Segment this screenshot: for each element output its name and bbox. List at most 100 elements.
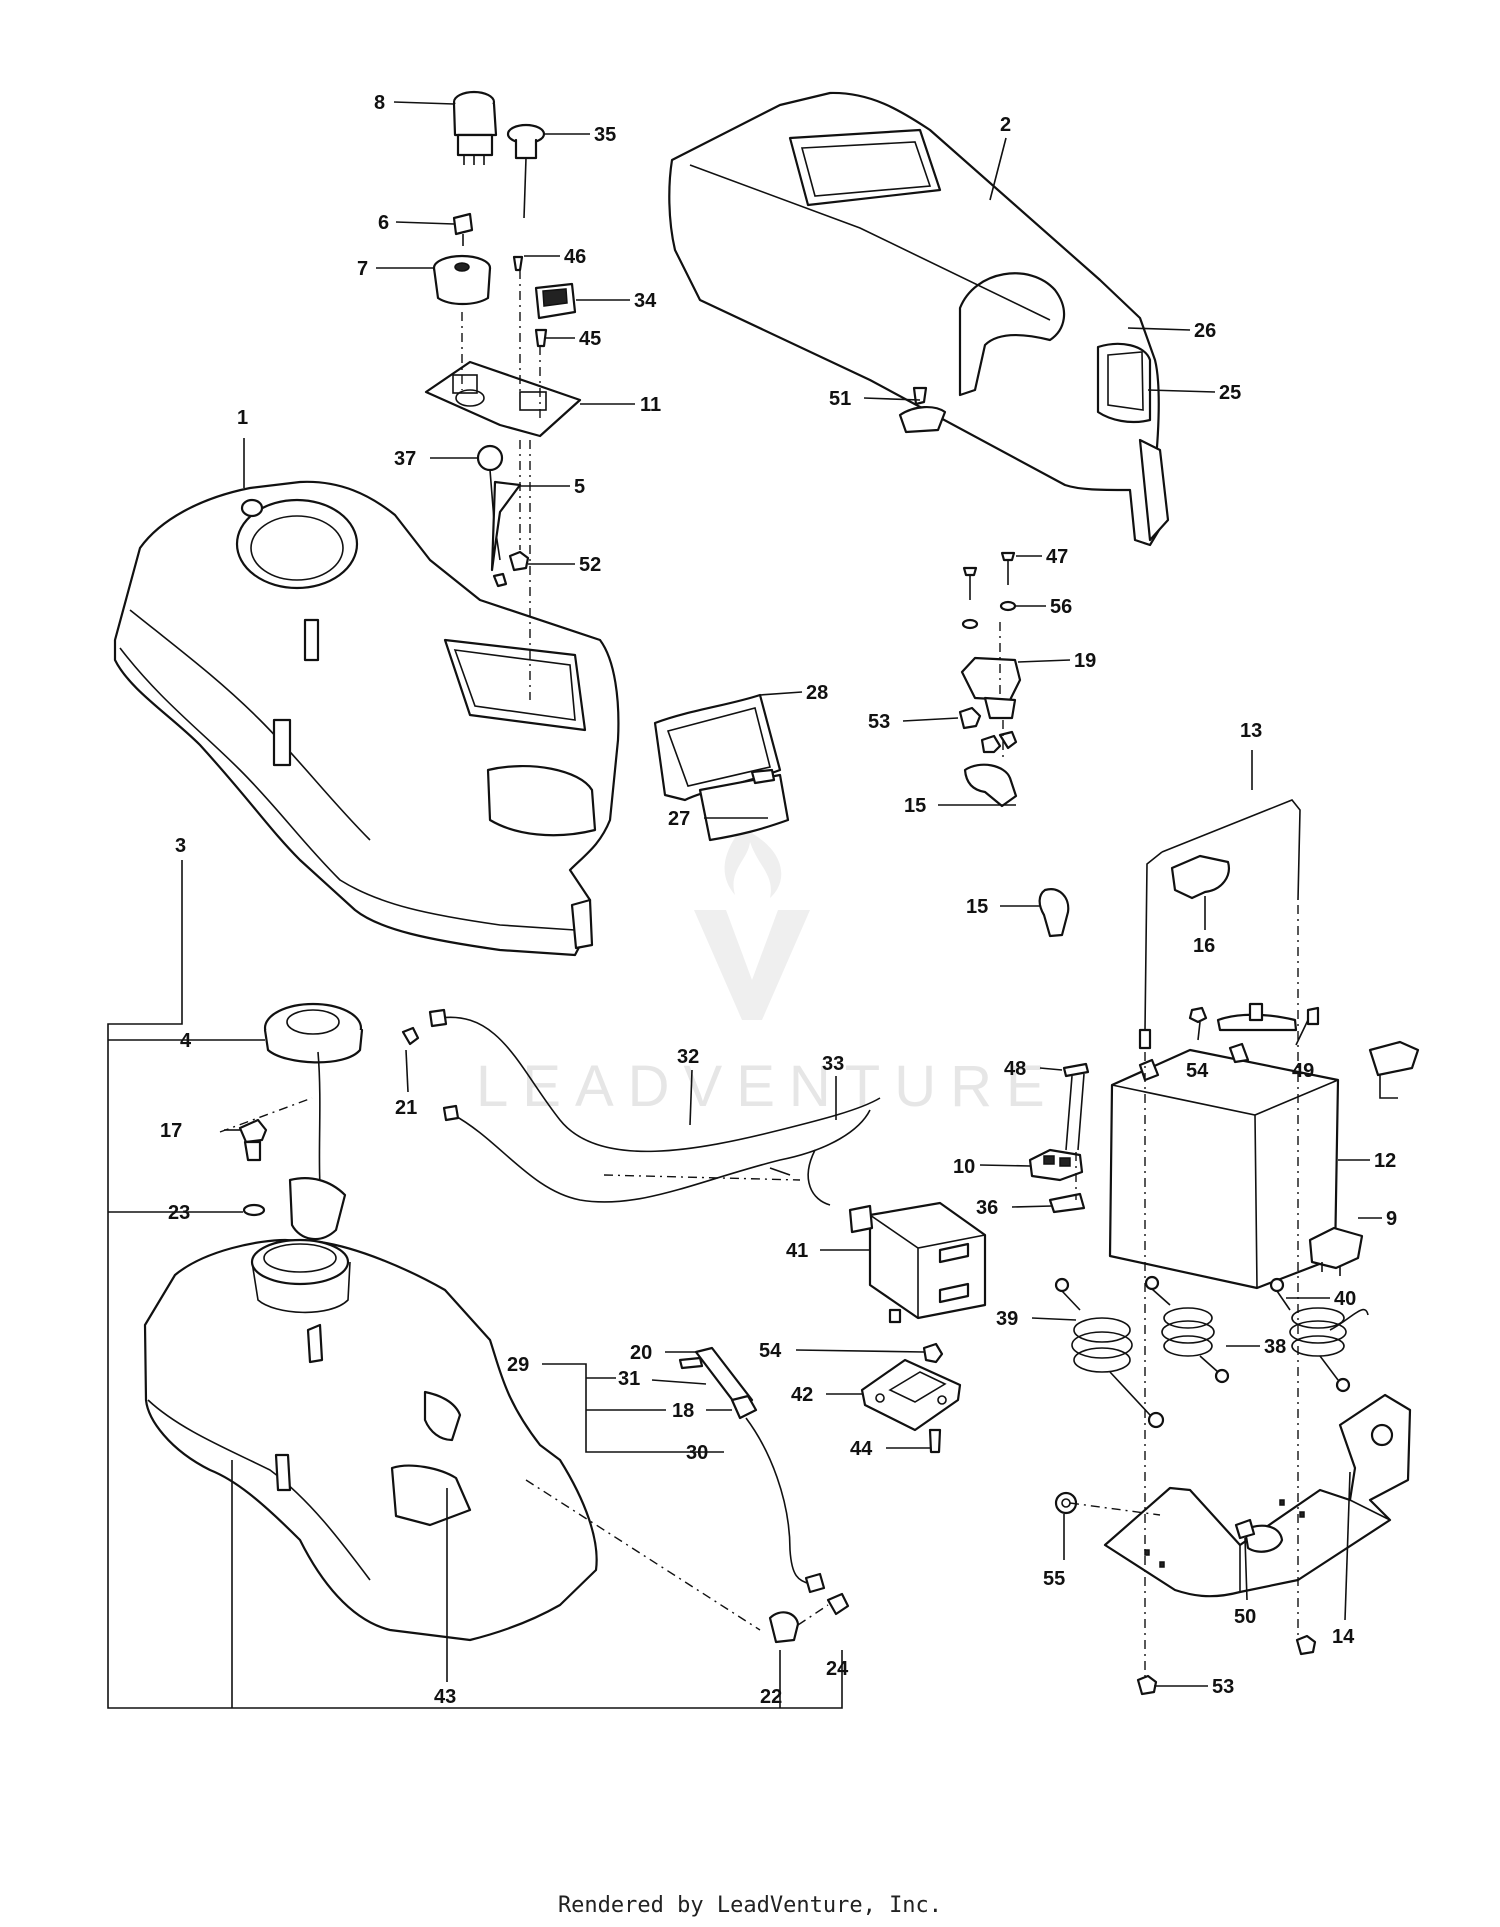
part-28-bezel [653, 693, 782, 802]
callout-56: 56 [1050, 596, 1072, 618]
callout-35: 35 [594, 124, 616, 146]
part-34-switch [534, 282, 577, 320]
part-23-grommet [242, 1203, 266, 1217]
callout-37: 37 [394, 448, 416, 470]
callouts: 8 35 6 46 7 34 45 11 37 5 52 1 2 26 25 5… [160, 92, 1397, 1708]
part-51-bracket [898, 386, 947, 434]
part-38-cable [1144, 1275, 1230, 1384]
part-12-battery [1108, 1042, 1340, 1290]
callout-5: 5 [574, 476, 585, 498]
callout-31: 31 [618, 1368, 640, 1390]
callout-21: 21 [395, 1097, 417, 1119]
callout-10: 10 [953, 1156, 975, 1178]
callout-13: 13 [1240, 720, 1262, 742]
part-41-canister [848, 1201, 987, 1324]
part-13-cable [1138, 799, 1301, 1050]
callout-16: 16 [1193, 935, 1215, 957]
callout-6: 6 [378, 212, 389, 234]
callout-45: 45 [579, 328, 601, 350]
part-24-fitting [826, 1592, 850, 1616]
part-fuse-block-right [1368, 1040, 1420, 1099]
part-53-nut-lower [1136, 1634, 1317, 1696]
part-5-lever [490, 480, 522, 572]
callout-49: 49 [1292, 1060, 1314, 1082]
callout-15-b: 15 [966, 896, 988, 918]
part-42-mount [860, 1358, 962, 1432]
part-9-relay [1308, 1226, 1364, 1276]
callout-55: 55 [1043, 1568, 1065, 1590]
part-45-screw [534, 328, 548, 348]
callout-9: 9 [1386, 1208, 1397, 1230]
part-clamp-bar [1216, 1002, 1298, 1032]
callout-3: 3 [175, 835, 186, 857]
callout-38: 38 [1264, 1336, 1286, 1358]
part-52-nut [492, 550, 530, 588]
part-33-fuel-line [442, 1104, 871, 1206]
callout-48: 48 [1004, 1058, 1026, 1080]
part-53-nut [958, 706, 1018, 754]
part-14-battery-tray [1103, 1393, 1412, 1598]
part-32-fuel-line [428, 1008, 881, 1153]
callout-33: 33 [822, 1053, 844, 1075]
part-46-screw [512, 255, 524, 272]
watermark-logo-icon [694, 828, 810, 1020]
watermark-brand: LEADVENTURE [476, 1054, 1059, 1119]
callout-53-b: 53 [1212, 1676, 1234, 1698]
callout-1: 1 [237, 407, 248, 429]
callout-52: 52 [579, 554, 601, 576]
part-30-fuel-line [745, 1417, 826, 1594]
part-50-bolt [1234, 1518, 1256, 1540]
callout-18: 18 [672, 1400, 694, 1422]
dash-assembly-lines [219, 622, 1299, 1680]
callout-51: 51 [829, 388, 851, 410]
callout-14: 14 [1332, 1626, 1355, 1648]
part-48-screw [1062, 1062, 1090, 1151]
callout-19: 19 [1074, 650, 1096, 672]
callout-39: 39 [996, 1308, 1018, 1330]
part-20-fitting [678, 1346, 754, 1412]
callout-46: 46 [564, 246, 586, 268]
part-39-cable [1054, 1277, 1165, 1429]
callout-2: 2 [1000, 114, 1011, 136]
part-2-console-cover [668, 91, 1170, 547]
callout-34: 34 [634, 290, 657, 312]
part-16-boot [1170, 854, 1230, 900]
part-15-terminal-boot [963, 763, 1070, 938]
part-1-fender [113, 480, 620, 957]
callout-22: 22 [760, 1686, 782, 1708]
part-8-ignition-switch [452, 90, 498, 165]
callout-11: 11 [640, 394, 661, 416]
callout-28: 28 [806, 682, 828, 704]
callout-17: 17 [160, 1120, 182, 1142]
part-27-cover [698, 768, 790, 842]
part-18-clamp [730, 1394, 758, 1420]
callout-42: 42 [791, 1384, 813, 1406]
part-22-grommet [768, 1611, 800, 1644]
part-19-solenoid [960, 656, 1022, 720]
part-55-grommet [1054, 1491, 1078, 1515]
callout-23: 23 [168, 1202, 190, 1224]
part-54-nut-lower [922, 1342, 944, 1364]
callout-20: 20 [630, 1342, 652, 1364]
callout-8: 8 [374, 92, 385, 114]
callout-50: 50 [1234, 1606, 1256, 1628]
part-36-bracket [1048, 1192, 1086, 1214]
part-21-clamp [401, 1026, 420, 1046]
part-6-key [452, 212, 474, 246]
callout-26: 26 [1194, 320, 1216, 342]
dash-switch-column [461, 270, 541, 700]
part-54-nut [1188, 1006, 1208, 1024]
callout-47: 47 [1046, 546, 1068, 568]
callout-36: 36 [976, 1197, 998, 1219]
callout-24: 24 [826, 1658, 849, 1680]
leader-lines [107, 101, 1382, 1709]
callout-27: 27 [668, 808, 690, 830]
part-40-cable [1269, 1277, 1369, 1393]
part-56-washer [961, 600, 1017, 630]
callout-30: 30 [686, 1442, 708, 1464]
footer-credit: Rendered by LeadVenture, Inc. [557, 1893, 943, 1918]
part-17-vent-valve [238, 1118, 268, 1162]
callout-4: 4 [180, 1030, 192, 1052]
callout-7: 7 [357, 258, 368, 280]
